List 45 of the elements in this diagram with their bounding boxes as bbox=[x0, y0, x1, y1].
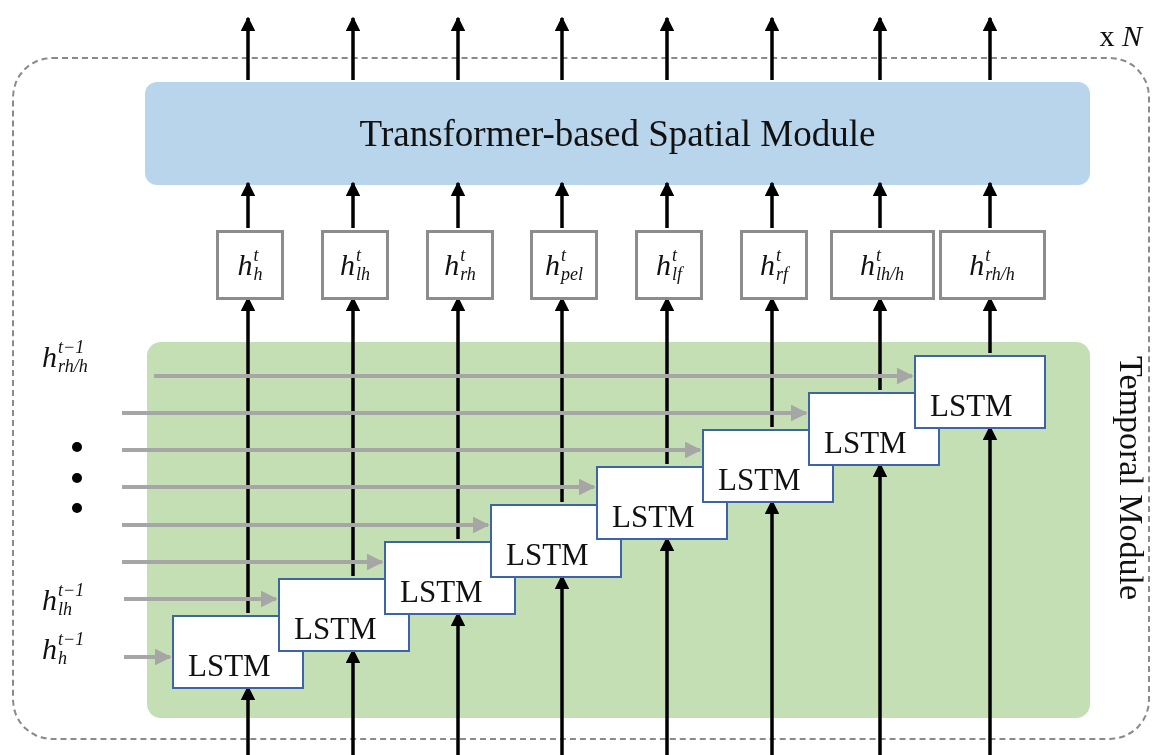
spatial-module-box bbox=[145, 82, 1090, 185]
module-title: Temporal Module bbox=[1112, 356, 1150, 601]
cell-label: LSTM bbox=[612, 499, 695, 534]
arrow bbox=[124, 648, 172, 666]
feature-box bbox=[740, 230, 808, 300]
feature-box bbox=[635, 230, 703, 300]
arrow bbox=[554, 181, 570, 228]
arrow bbox=[240, 16, 256, 80]
cell-label: LSTM bbox=[718, 462, 801, 497]
arrow bbox=[872, 181, 888, 228]
arrow bbox=[124, 590, 278, 608]
feature-box bbox=[530, 230, 598, 300]
arrow bbox=[122, 441, 702, 459]
cell-label: LSTM bbox=[824, 425, 907, 460]
arrow bbox=[659, 16, 675, 80]
arrow bbox=[554, 16, 570, 80]
cell-label: LSTM bbox=[400, 574, 483, 609]
arrow bbox=[122, 478, 596, 496]
arrow bbox=[122, 553, 384, 571]
lstm-cell-box bbox=[914, 355, 1046, 429]
repeat-count-label: x N bbox=[1099, 19, 1142, 53]
feature-box bbox=[938, 230, 1046, 300]
arrow bbox=[982, 181, 998, 228]
arrow bbox=[345, 16, 361, 80]
arrow bbox=[450, 16, 466, 80]
arrow bbox=[872, 16, 888, 80]
cell-label: LSTM bbox=[506, 537, 589, 572]
feature-box bbox=[426, 230, 494, 300]
module-title: Transformer-based Spatial Module bbox=[359, 112, 876, 155]
feature-box bbox=[321, 230, 389, 300]
cell-label: LSTM bbox=[294, 611, 377, 646]
arrow bbox=[764, 181, 780, 228]
arrow bbox=[240, 181, 256, 228]
cell-label: LSTM bbox=[188, 648, 271, 683]
arrow bbox=[154, 367, 914, 385]
arrow bbox=[659, 181, 675, 228]
arrow bbox=[122, 516, 490, 534]
feature-box bbox=[829, 230, 935, 300]
feature-box bbox=[216, 230, 284, 300]
arrow bbox=[450, 181, 466, 228]
arrow bbox=[982, 16, 998, 80]
arrow bbox=[345, 181, 361, 228]
arrow bbox=[764, 16, 780, 80]
cell-label: LSTM bbox=[930, 388, 1013, 423]
arrow bbox=[122, 404, 808, 422]
